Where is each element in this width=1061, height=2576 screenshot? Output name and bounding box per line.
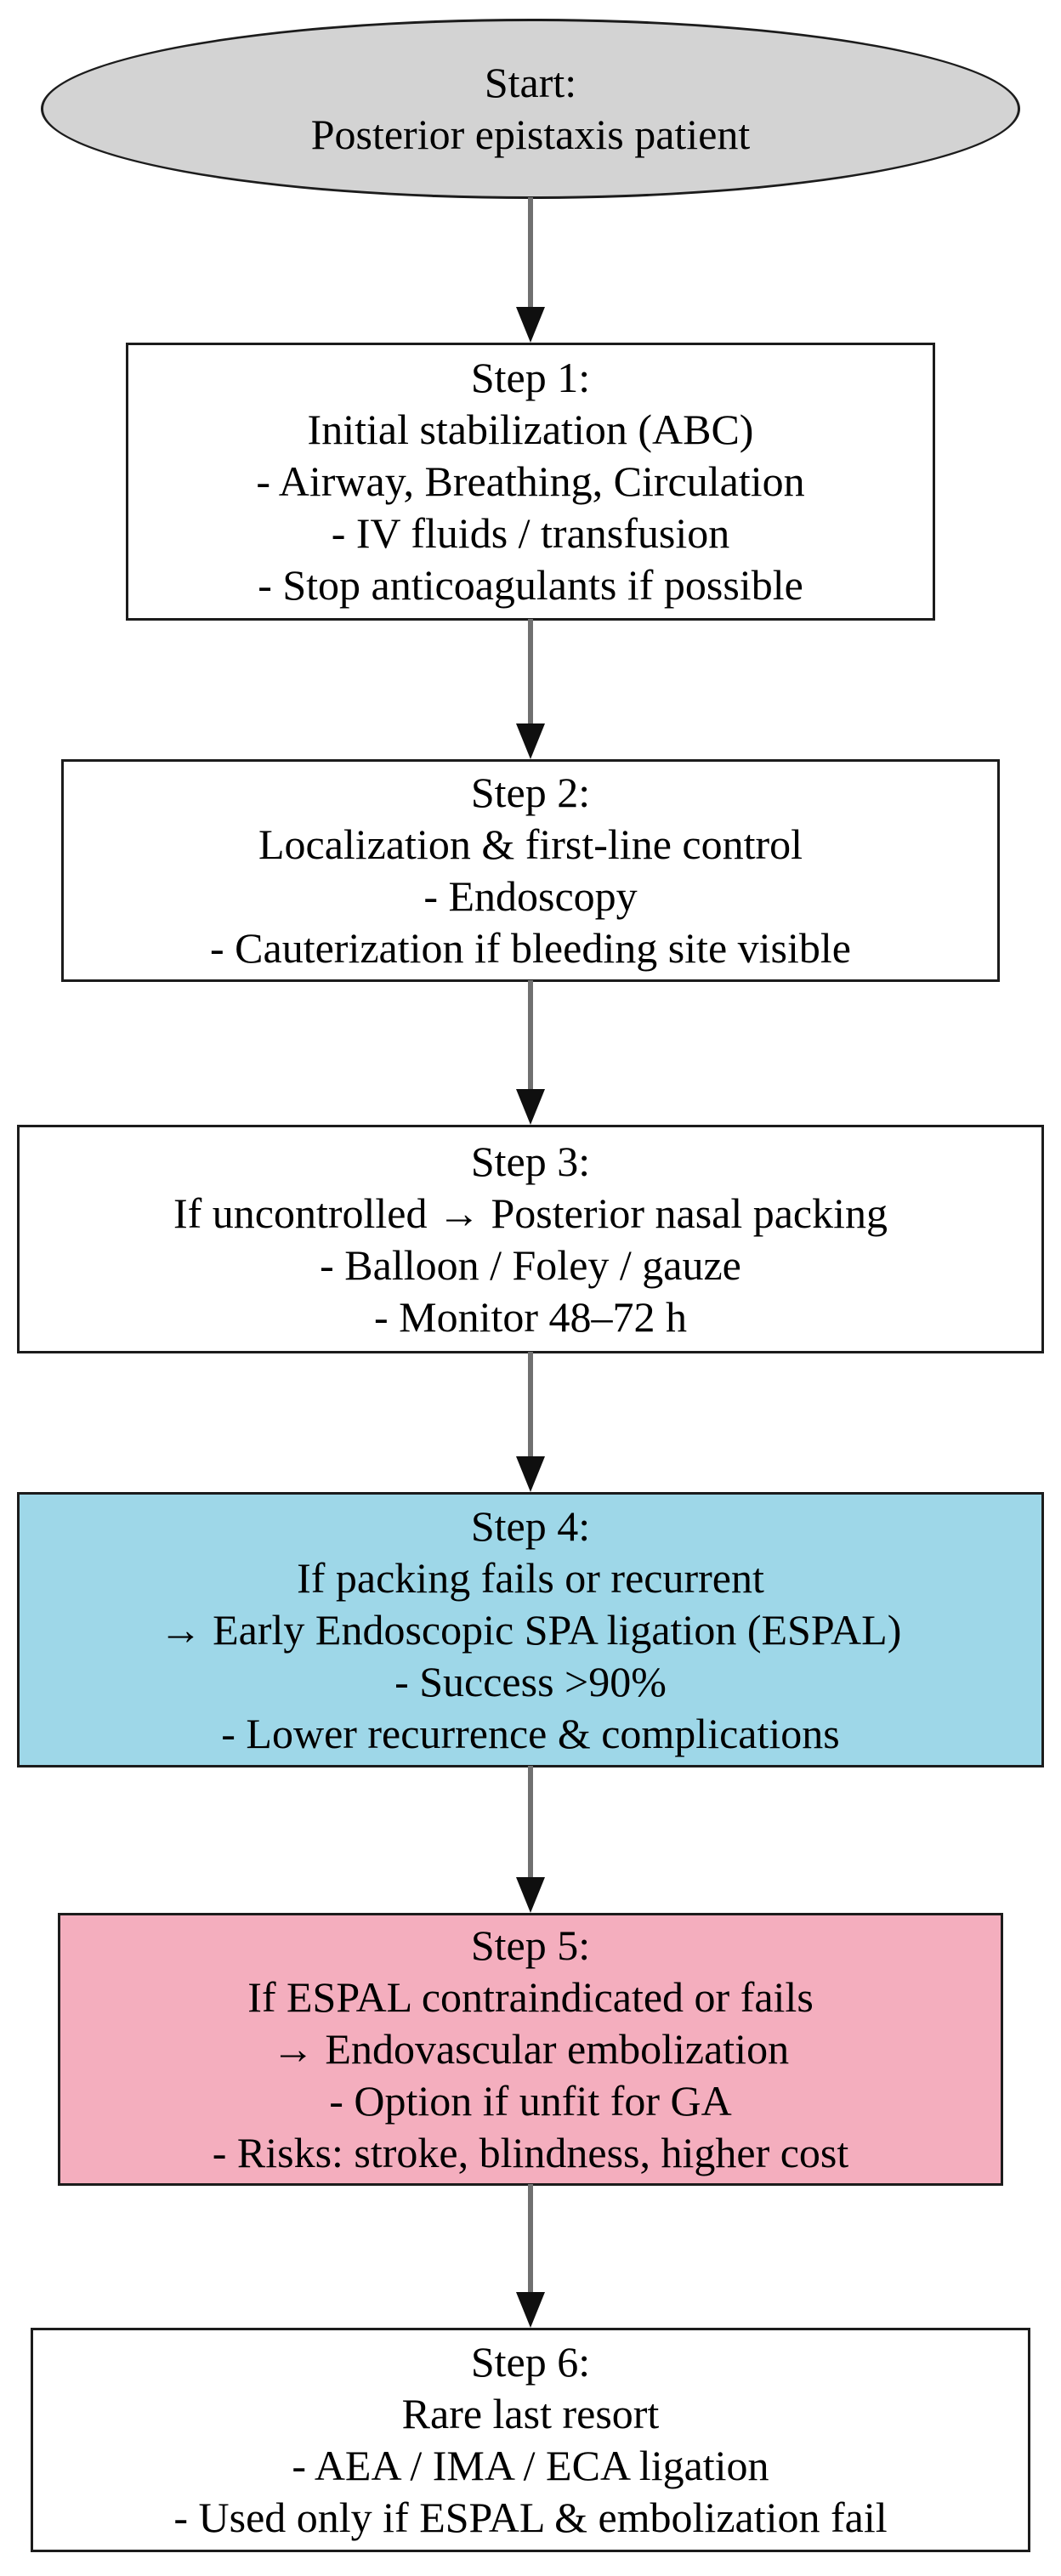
node-text-line: Step 6: [470, 2338, 591, 2386]
node-text-line: - Option if unfit for GA [329, 2077, 732, 2125]
node-text-line: Step 5: [470, 1921, 591, 1969]
step-6-node: Step 6: Rare last resort - AEA / IMA / E… [31, 2328, 1030, 2552]
node-text-line: - Monitor 48–72 h [373, 1292, 688, 1341]
node-text-line: - Balloon / Foley / gauze [320, 1240, 741, 1289]
flow-arrow [0, 1352, 1061, 1492]
flow-arrow [0, 1766, 1061, 1913]
arrow-shaft [528, 1766, 533, 1877]
arrow-head-icon [516, 1456, 545, 1492]
flow-arrow [0, 2184, 1061, 2328]
node-text-line: If packing fails or recurrent [297, 1553, 764, 1602]
arrow-shaft [528, 980, 533, 1089]
node-text-line: Step 3: [470, 1137, 591, 1185]
node-text-line: Step 1: [470, 354, 591, 401]
arrow-shaft [528, 619, 533, 723]
node-text-line: Posterior epistaxis patient [310, 111, 751, 158]
node-text-line: - IV fluids / transfusion [331, 509, 730, 557]
node-text-line: - Lower recurrence & complications [221, 1709, 840, 1757]
arrow-shaft [528, 1352, 533, 1456]
node-text-line: Localization & first-line control [258, 820, 803, 868]
node-text-line: If uncontrolled → Posterior nasal packin… [173, 1189, 888, 1237]
node-text-line: - Risks: stroke, blindness, higher cost [212, 2129, 849, 2176]
node-text-line: Step 2: [470, 769, 591, 816]
flow-arrow [0, 619, 1061, 759]
node-text-line: Start: [484, 59, 577, 106]
node-text-line: - Airway, Breathing, Circulation [256, 457, 805, 505]
node-text-line: - Used only if ESPAL & embolization fail [173, 2494, 888, 2541]
step-5-node-highlight-pink: Step 5: If ESPAL contraindicated or fail… [58, 1913, 1003, 2186]
flow-arrow [0, 980, 1061, 1125]
node-text-line: - AEA / IMA / ECA ligation [292, 2442, 769, 2489]
node-text-line: - Cauterization if bleeding site visible [210, 924, 851, 972]
node-text-line: - Endoscopy [423, 872, 638, 920]
arrow-head-icon [516, 2292, 545, 2328]
arrow-head-icon [516, 307, 545, 343]
node-text-line: If ESPAL contraindicated or fails [247, 1973, 814, 2021]
node-text-line: Step 4: [470, 1501, 591, 1550]
arrow-head-icon [516, 723, 545, 759]
start-node: Start: Posterior epistaxis patient [41, 19, 1020, 199]
node-text-line: → Early Endoscopic SPA ligation (ESPAL) [159, 1605, 902, 1654]
arrow-shaft [528, 2184, 533, 2292]
step-4-node-highlight-blue: Step 4: If packing fails or recurrent → … [17, 1492, 1044, 1767]
node-text-line: - Stop anticoagulants if possible [258, 561, 803, 609]
flow-arrow [0, 197, 1061, 343]
step-2-node: Step 2: Localization & first-line contro… [61, 759, 1000, 982]
node-text-line: → Endovascular embolization [271, 2025, 790, 2073]
arrow-shaft [528, 197, 533, 307]
node-text-line: Rare last resort [401, 2390, 660, 2437]
step-1-node: Step 1: Initial stabilization (ABC) - Ai… [126, 343, 935, 621]
arrow-head-icon [516, 1089, 545, 1125]
arrow-head-icon [516, 1877, 545, 1913]
step-3-node: Step 3: If uncontrolled → Posterior nasa… [17, 1125, 1044, 1353]
node-text-line: - Success >90% [394, 1657, 667, 1705]
node-text-line: Initial stabilization (ABC) [307, 406, 754, 453]
